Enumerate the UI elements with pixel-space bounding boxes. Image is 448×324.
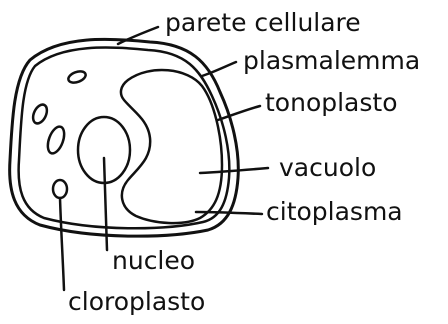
chloroplast-1 [67, 69, 87, 85]
label-vacuolo: vacuolo [279, 153, 376, 182]
leader-cloroplasto [60, 198, 64, 290]
chloroplast-2 [30, 102, 49, 125]
label-citoplasma: citoplasma [266, 197, 403, 226]
chloroplast-3 [45, 124, 68, 155]
label-nucleo: nucleo [112, 246, 195, 275]
vacuole [121, 70, 222, 223]
label-cloroplasto: cloroplasto [68, 287, 205, 316]
leader-tonoplasto [218, 106, 260, 120]
leader-vacuolo [200, 168, 268, 173]
label-plasmalemma: plasmalemma [243, 46, 420, 75]
chloroplast-4 [53, 180, 67, 198]
label-tonoplasto: tonoplasto [265, 88, 398, 117]
label-parete-cellulare: parete cellulare [165, 8, 361, 37]
